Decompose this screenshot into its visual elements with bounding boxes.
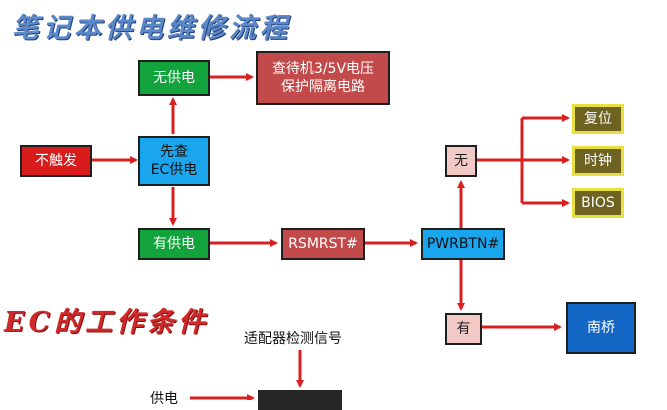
no-trigger-box: 不触发	[20, 145, 92, 177]
no-power-box: 无供电	[138, 60, 210, 96]
check-standby-box: 查待机3/5V电压 保护隔离电路	[256, 51, 390, 105]
connector-arrows	[92, 73, 570, 400]
yes-box: 有	[445, 313, 482, 345]
none-box: 无	[445, 145, 477, 177]
flow-title: 笔记本供电维修流程	[12, 13, 291, 44]
bios-box: BIOS	[572, 188, 624, 218]
ec-chip-box	[258, 390, 342, 410]
check-ec-power-box: 先查 EC供电	[138, 136, 210, 186]
pwrbtn-box: PWRBTN#	[421, 228, 505, 260]
reset-box: 复位	[572, 104, 624, 134]
power-supply-label: 供电	[150, 391, 178, 407]
adapter-detect-signal-label: 适配器检测信号	[244, 331, 342, 347]
rsmrst-box: RSMRST#	[281, 228, 365, 260]
has-power-box: 有供电	[138, 228, 210, 260]
ec-conditions-title: EC的工作条件	[4, 307, 210, 338]
clock-box: 时钟	[572, 146, 624, 176]
southbridge-box: 南桥	[566, 302, 636, 354]
